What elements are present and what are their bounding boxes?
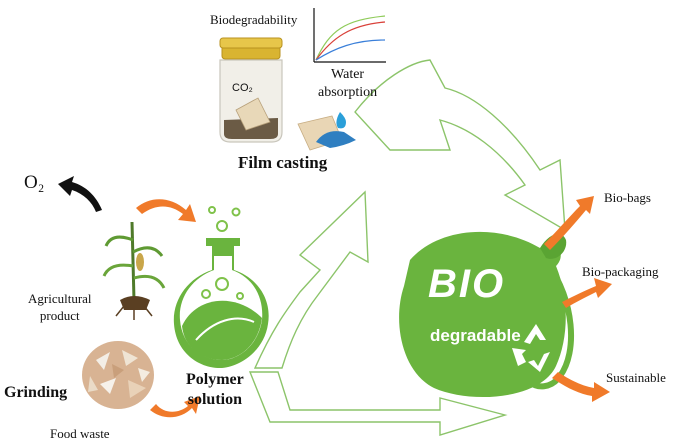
recycle-icon — [512, 324, 550, 372]
grinding-label: Grinding — [4, 384, 68, 401]
mini-chart-icon — [313, 8, 386, 63]
bio-bags-label: Bio-bags — [604, 190, 651, 205]
orange-arrow-plant-to-flask — [136, 199, 196, 222]
orange-arrow-bio-packaging — [562, 278, 612, 308]
flask-leaf-icon — [173, 206, 269, 368]
water-absorption-line2: absorption — [318, 85, 378, 100]
agricultural-product-line2: product — [39, 308, 80, 323]
eggshell-pile-icon — [82, 341, 154, 409]
food-waste-label: Food waste — [50, 426, 110, 441]
o2-label: O₂ — [24, 172, 45, 193]
degradable-logo-text: degradable — [430, 326, 521, 345]
cycle-arrows — [248, 59, 566, 436]
orange-arrow-sustainable — [552, 372, 610, 402]
agricultural-product-label: Agricultural product — [28, 290, 92, 324]
cycle-arrow-left — [253, 190, 369, 369]
co2-label: CO₂ — [232, 82, 253, 94]
glass-jar-icon — [219, 37, 283, 143]
hand-water-drop-icon — [297, 112, 356, 151]
o2-arrow — [58, 176, 102, 212]
bio-logo-text: BIO — [428, 262, 506, 306]
sustainable-label: Sustainable — [606, 370, 666, 385]
orange-arrow-waste-to-polymer — [150, 396, 200, 418]
polymer-solution-line1: Polymer — [186, 371, 244, 388]
polymer-solution-line2: solution — [187, 391, 242, 408]
cycle-arrow-bottom — [248, 371, 508, 436]
bio-bag-icon — [399, 231, 575, 398]
film-casting-label: Film casting — [238, 153, 328, 172]
water-absorption-label: Water absorption — [318, 66, 377, 102]
water-absorption-line1: Water — [331, 67, 365, 82]
agricultural-product-line1: Agricultural — [28, 291, 92, 306]
orange-arrow-bio-bags — [544, 196, 594, 250]
bio-packaging-label: Bio-packaging — [582, 264, 659, 279]
polymer-solution-label: Polymer solution — [186, 370, 244, 410]
biodegradability-label: Biodegradability — [210, 12, 298, 27]
cycle-arrow-top — [354, 59, 566, 232]
corn-plant-icon — [102, 221, 166, 320]
